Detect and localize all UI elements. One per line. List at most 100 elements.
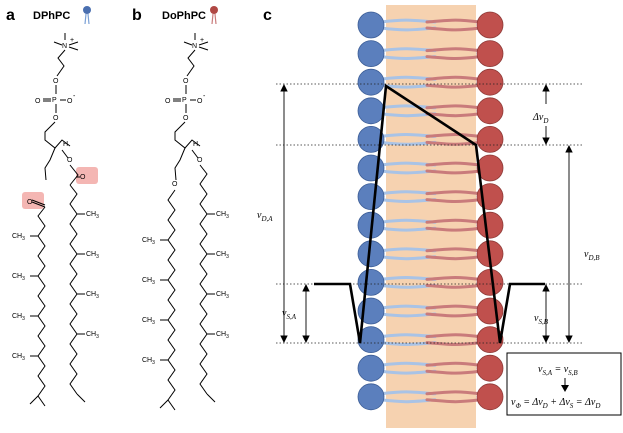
o-atom-4: O <box>67 157 73 164</box>
ch3-b5: CH3 <box>216 211 229 220</box>
n-atom: N <box>62 43 67 50</box>
lipid-tail-right <box>425 398 482 404</box>
lipid-tail-right <box>425 361 482 367</box>
dophpc-structure: N + O P O O - O H O O CH3 CH3 CH3 CH3 CH… <box>142 33 229 411</box>
lipid-tail-right <box>425 341 482 346</box>
lipid-tail-right <box>425 26 482 32</box>
label-vda: vD,A <box>257 210 273 223</box>
ch3-a2: CH3 <box>12 273 25 282</box>
ch3-a3: CH3 <box>12 313 25 322</box>
ch3-a8: CH3 <box>86 331 99 340</box>
lipid-tail-right <box>425 283 482 289</box>
lipid-tail-right <box>425 390 482 396</box>
dphpc-structure: N + O P O O - O H O O O CH3 CH3 <box>12 33 99 407</box>
lipid-tail-right <box>425 133 482 138</box>
lipid-tail-right <box>425 104 482 110</box>
lipid-tail-right <box>425 312 482 318</box>
lipid-head-right <box>476 125 504 153</box>
lipid-tail-right <box>425 198 482 203</box>
minus-sign: - <box>73 93 76 100</box>
o-atom-b1: O <box>183 78 189 85</box>
o-ester-right: O <box>80 174 86 181</box>
lipid-head-left <box>357 183 385 211</box>
lipid-head-left <box>357 354 385 382</box>
lipid-bilayer <box>357 11 504 411</box>
dimension-arrows <box>280 83 573 344</box>
equation-line-1: vS,A = vS,B <box>538 364 578 377</box>
h-atom-b: H <box>193 141 198 148</box>
lipid-tail-right <box>425 369 482 375</box>
lipid-head-left <box>357 68 385 96</box>
o-atom-b3: O <box>183 115 189 122</box>
lipid-tail-right <box>425 18 482 24</box>
ch3-a6: CH3 <box>86 251 99 260</box>
ch3-b2: CH3 <box>142 277 155 286</box>
o-atom-b4: O <box>197 157 203 164</box>
label-delta-vd: ΔvD <box>532 112 548 125</box>
n-atom-b: N <box>192 43 197 50</box>
lipid-head-right <box>476 11 504 39</box>
lipid-tail-right <box>425 112 482 118</box>
membrane-core <box>386 5 476 428</box>
equation-line-2: vΦ = ΔvD + ΔvS = ΔvD <box>511 397 600 410</box>
o-ester-left: O <box>27 199 33 206</box>
lipid-head-left <box>357 326 385 354</box>
o-atom-b2: O <box>165 98 171 105</box>
panel-label-b: b <box>132 7 142 24</box>
label-vsb: vS,B <box>534 313 549 326</box>
plus-sign-b: + <box>200 37 204 44</box>
o-atom-2: O <box>35 98 41 105</box>
lipid-tail-right <box>425 75 482 81</box>
lipid-head-right <box>476 354 504 382</box>
lipid-head-left <box>357 383 385 411</box>
ch3-b4: CH3 <box>142 357 155 366</box>
plus-sign: + <box>70 37 74 44</box>
ch3-b6: CH3 <box>216 251 229 260</box>
lipid-tail-right <box>425 304 482 310</box>
o-atom-3: O <box>53 115 59 122</box>
lipid-tail-right <box>425 276 482 281</box>
lipid-tail-right <box>425 83 482 89</box>
equation-box: vS,A = vS,B vΦ = ΔvD + ΔvS = ΔvD <box>506 352 622 416</box>
lipid-head-right <box>476 154 504 182</box>
lipid-head-right <box>476 40 504 67</box>
lipid-head-right <box>476 297 504 325</box>
lipid-tail-right <box>425 226 482 232</box>
panel-label-c: c <box>263 7 272 24</box>
lipid-tail-right <box>425 218 482 224</box>
o-ether-left: O <box>172 181 178 188</box>
lipid-head-right <box>476 68 504 96</box>
minus-sign-b: - <box>203 93 206 100</box>
lipid-head-right <box>476 211 504 239</box>
label-vdb: vD,B <box>584 249 600 262</box>
lipid-icon-red <box>210 6 218 25</box>
lipid-head-right <box>476 268 504 296</box>
lipid-tail-right <box>425 161 482 167</box>
panel-label-a: a <box>6 7 15 24</box>
molecule-title-dphpc: DPhPC <box>33 10 70 22</box>
o-atom-1: O <box>53 78 59 85</box>
o-minus-atom-b: O <box>197 98 203 105</box>
ch3-a7: CH3 <box>86 291 99 300</box>
molecule-title-dophpc: DoPhPC <box>162 10 206 22</box>
ch3-a5: CH3 <box>86 211 99 220</box>
ch3-b7: CH3 <box>216 291 229 300</box>
lipid-tail-right <box>425 47 482 53</box>
lipid-tail-right <box>425 333 482 339</box>
p-atom-b: P <box>182 97 187 104</box>
lipid-head-left <box>357 125 385 153</box>
lipid-tail-right <box>425 55 482 60</box>
lipid-tail-right <box>425 169 482 175</box>
lipid-head-left <box>357 11 385 39</box>
lipid-head-left <box>357 40 385 67</box>
ch3-b8: CH3 <box>216 331 229 340</box>
o-minus-atom: O <box>67 98 73 105</box>
ch3-b3: CH3 <box>142 317 155 326</box>
p-atom: P <box>52 97 57 104</box>
lipid-head-right <box>476 97 504 125</box>
lipid-tail-right <box>425 190 482 196</box>
h-atom: H <box>63 141 68 148</box>
potential-profile <box>314 83 545 344</box>
lipid-head-left <box>357 268 385 296</box>
